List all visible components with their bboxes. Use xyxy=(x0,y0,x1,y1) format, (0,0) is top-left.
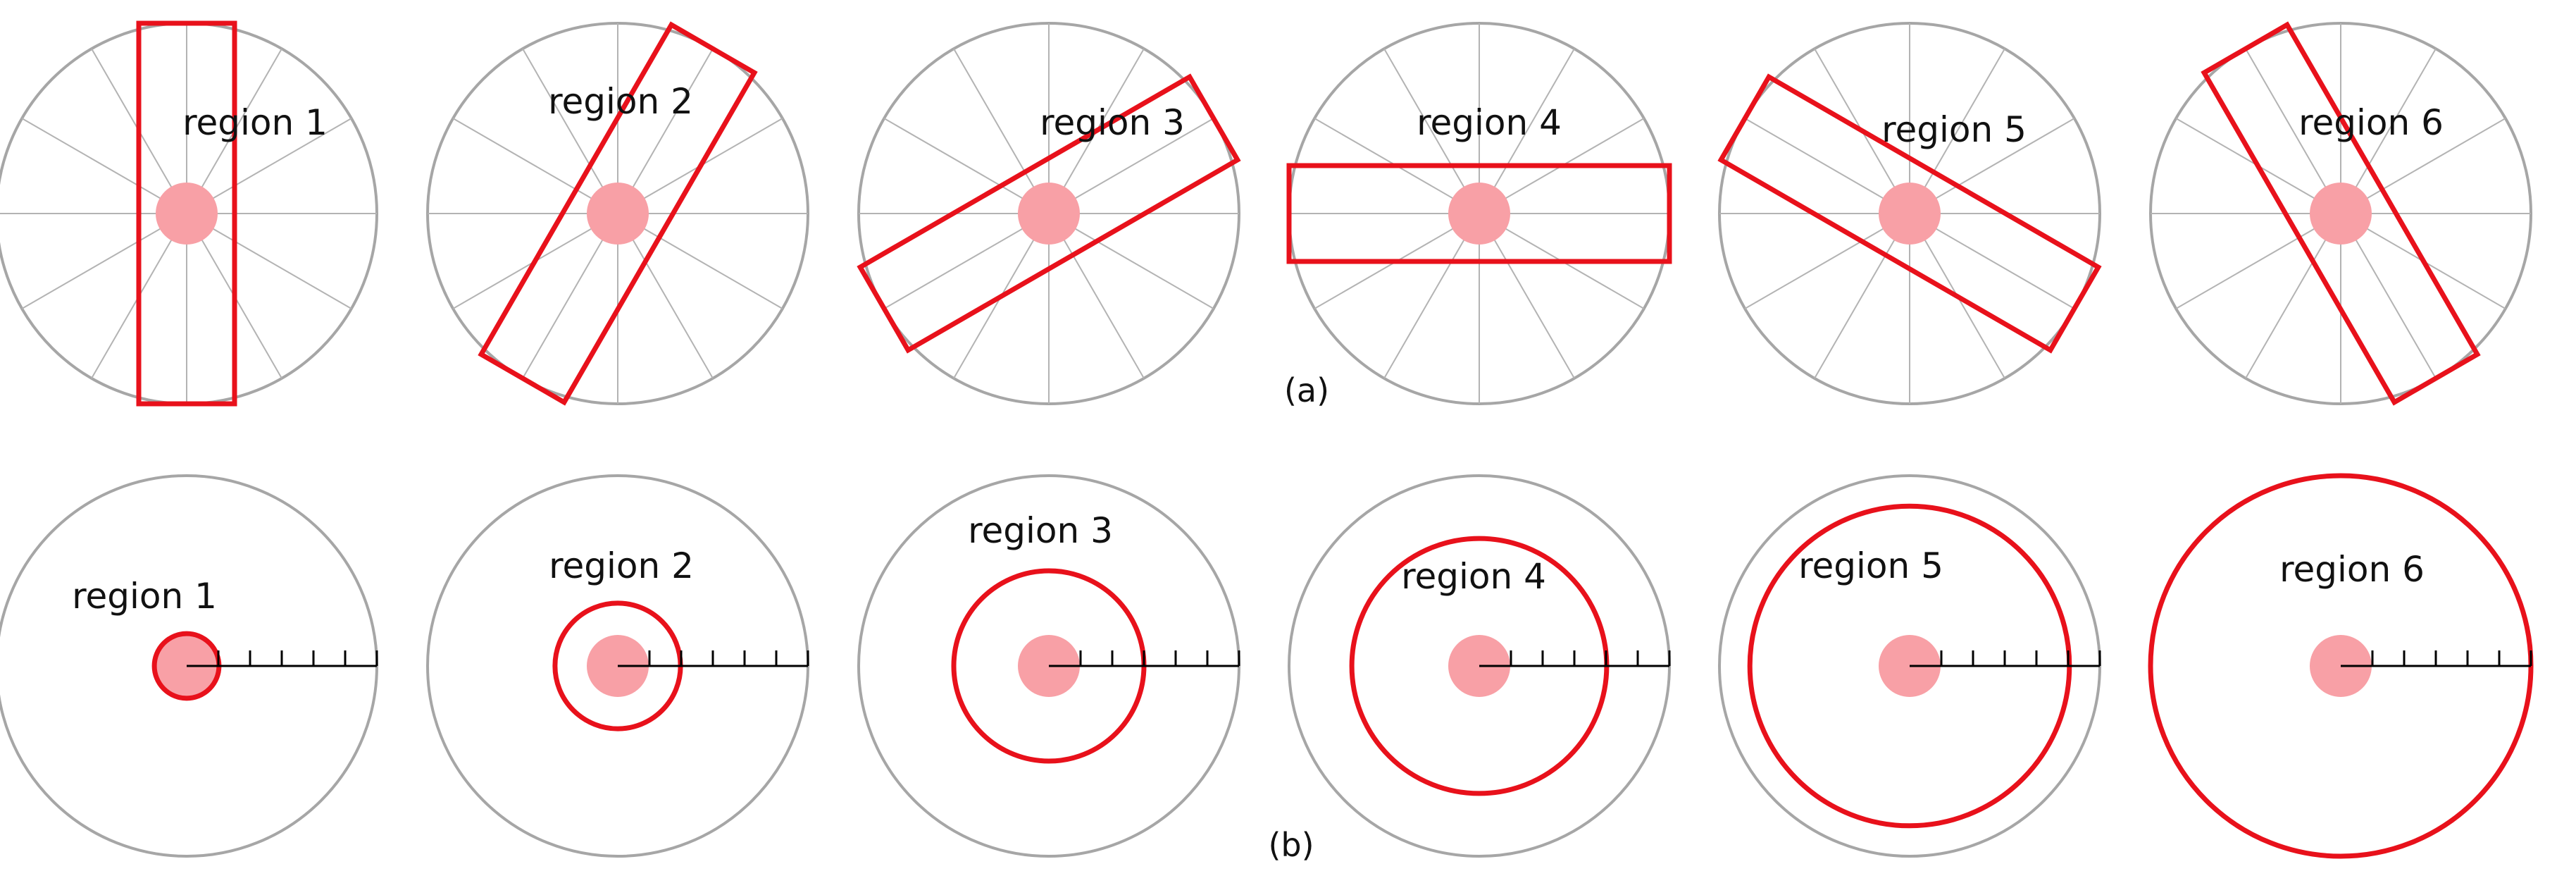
center-dot xyxy=(156,183,218,245)
spoke-line xyxy=(617,213,783,309)
region-label: region 3 xyxy=(968,510,1113,551)
region-band xyxy=(857,73,1241,354)
panel-a-2: region 2 xyxy=(426,21,809,406)
spoke-line xyxy=(2340,213,2437,379)
spoke-line xyxy=(1383,48,1480,214)
spoke-line xyxy=(2340,118,2506,214)
region-label: region 6 xyxy=(2279,549,2425,590)
spoke-line xyxy=(2245,48,2341,214)
panel-a-6: region 6 xyxy=(2149,21,2532,406)
panel-b-5: region 5 xyxy=(1718,474,2101,858)
spoke-line xyxy=(617,48,714,214)
panel-b-6: region 6 xyxy=(2148,473,2534,859)
spoke-line xyxy=(1048,213,1214,309)
center-dot xyxy=(1448,183,1510,245)
panel-a-5: region 5 xyxy=(1717,22,2102,405)
spoke-line xyxy=(1744,213,1910,309)
spoke-line xyxy=(2340,48,2437,214)
spoke-line xyxy=(2245,213,2341,379)
spoke-line xyxy=(1479,48,1575,214)
angular-regions-row: region 1 region 2 region 3 region 4 region 5… xyxy=(0,20,2532,407)
spoke-line xyxy=(883,213,1050,309)
spoke-line xyxy=(21,118,187,214)
spoke-line xyxy=(1479,213,1575,379)
region-band xyxy=(478,21,758,406)
panel-b-3: region 3 xyxy=(857,474,1240,858)
region-label: region 1 xyxy=(182,102,328,143)
radial-regions-row: region 1 region 2 region 3 region 4 region 5… xyxy=(0,473,2534,859)
panel-a-1: region 1 xyxy=(0,20,378,407)
region-label: region 4 xyxy=(1417,102,1562,143)
spoke-line xyxy=(953,48,1050,214)
caption-b: (b) xyxy=(1268,826,1314,864)
region-label: region 2 xyxy=(549,545,694,586)
panel-b-2: region 2 xyxy=(426,474,809,858)
region-label: region 6 xyxy=(2298,102,2444,143)
panel-b-4: region 4 xyxy=(1288,474,1671,858)
center-dot xyxy=(1018,183,1080,245)
spoke-line xyxy=(1814,213,1910,379)
region-band xyxy=(1286,163,1672,264)
center-dot xyxy=(2310,183,2372,245)
center-dot xyxy=(587,183,649,245)
spoke-line xyxy=(1383,213,1480,379)
spoke-line xyxy=(1909,48,2005,214)
spoke-line xyxy=(452,118,618,214)
spoke-line xyxy=(1909,213,2075,309)
spoke-line xyxy=(617,213,714,379)
spoke-line xyxy=(1048,118,1214,214)
region-band xyxy=(1717,73,2102,354)
spoke-line xyxy=(1048,213,1145,379)
spoke-line xyxy=(186,213,352,309)
caption-a: (a) xyxy=(1284,371,1329,409)
spoke-line xyxy=(2175,213,2341,309)
spoke-line xyxy=(522,48,618,214)
panel-a-3: region 3 xyxy=(857,22,1241,405)
spoke-line xyxy=(1744,118,1910,214)
spoke-line xyxy=(1909,118,2075,214)
region-label: region 2 xyxy=(548,81,693,122)
spoke-line xyxy=(186,118,352,214)
region-label: region 5 xyxy=(1798,545,1943,586)
region-label: region 3 xyxy=(1040,102,1185,143)
spoke-line xyxy=(522,213,618,379)
spoke-line xyxy=(21,213,187,309)
panel-b-1: region 1 xyxy=(0,474,378,858)
region-band xyxy=(2201,21,2481,406)
region-band xyxy=(136,20,237,407)
region-label: region 1 xyxy=(72,576,217,617)
region-label: region 4 xyxy=(1401,556,1546,597)
region-label: region 5 xyxy=(1881,109,2027,150)
panel-a-4: region 4 xyxy=(1286,22,1672,405)
spoke-line xyxy=(883,118,1050,214)
center-dot xyxy=(1879,183,1941,245)
